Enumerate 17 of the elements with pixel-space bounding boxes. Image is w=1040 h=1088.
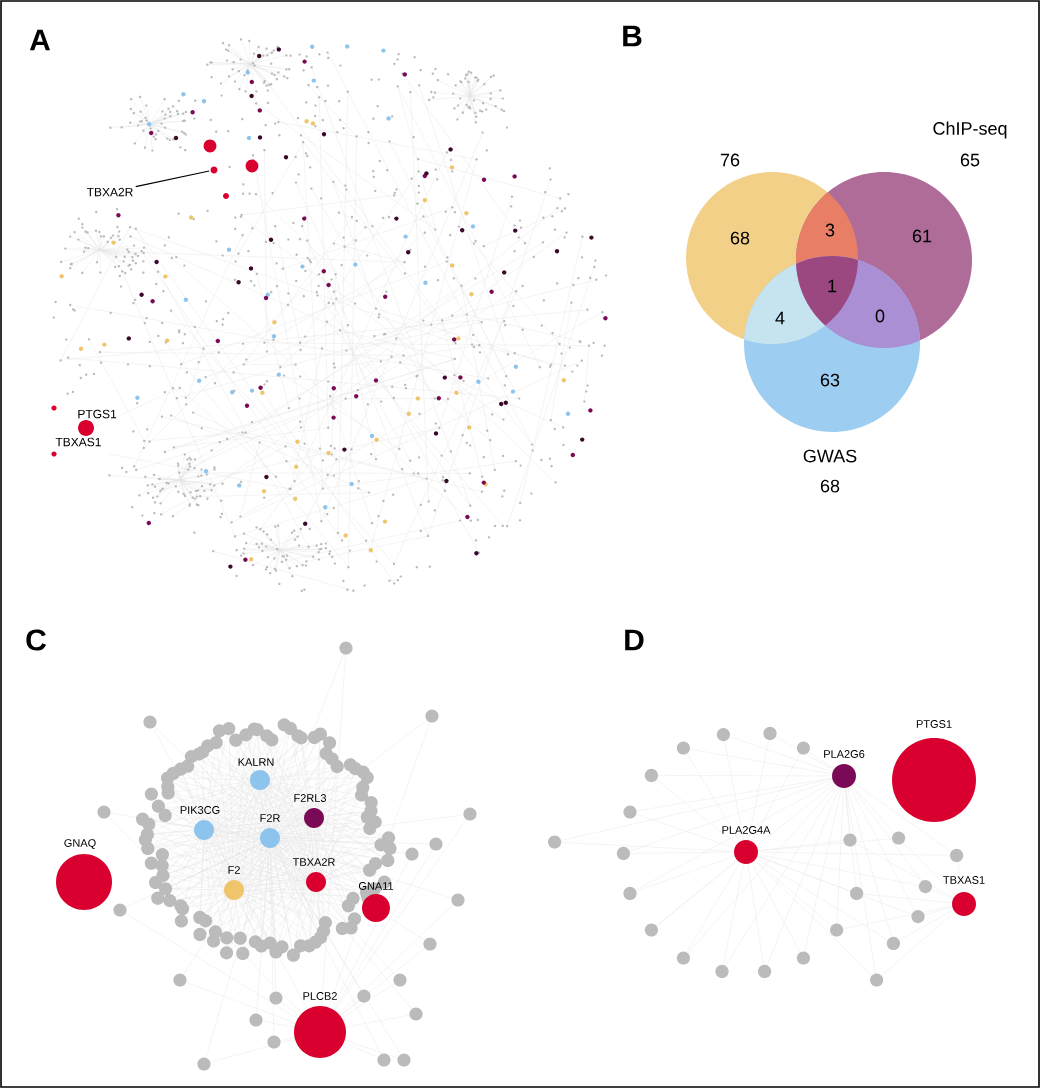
leader-line <box>135 170 210 188</box>
set-label: 68 <box>820 479 840 493</box>
count-label: 1 <box>828 279 837 293</box>
panel-letter: D <box>625 629 644 651</box>
set-label: ChIP-seq <box>933 121 1007 139</box>
count-label: 4 <box>775 311 785 325</box>
count-label: 61 <box>912 229 932 243</box>
panel-letter: C <box>26 629 46 651</box>
panel-letter: B <box>623 25 642 47</box>
panel-letter: A <box>29 29 51 51</box>
set-label: 76 <box>720 153 740 167</box>
set-label: GWAS <box>803 449 857 463</box>
count-label: 0 <box>875 309 885 323</box>
set-label: 65 <box>960 153 980 167</box>
count-label: 68 <box>730 231 750 245</box>
count-label: 3 <box>825 223 835 237</box>
count-label: 63 <box>820 373 840 387</box>
